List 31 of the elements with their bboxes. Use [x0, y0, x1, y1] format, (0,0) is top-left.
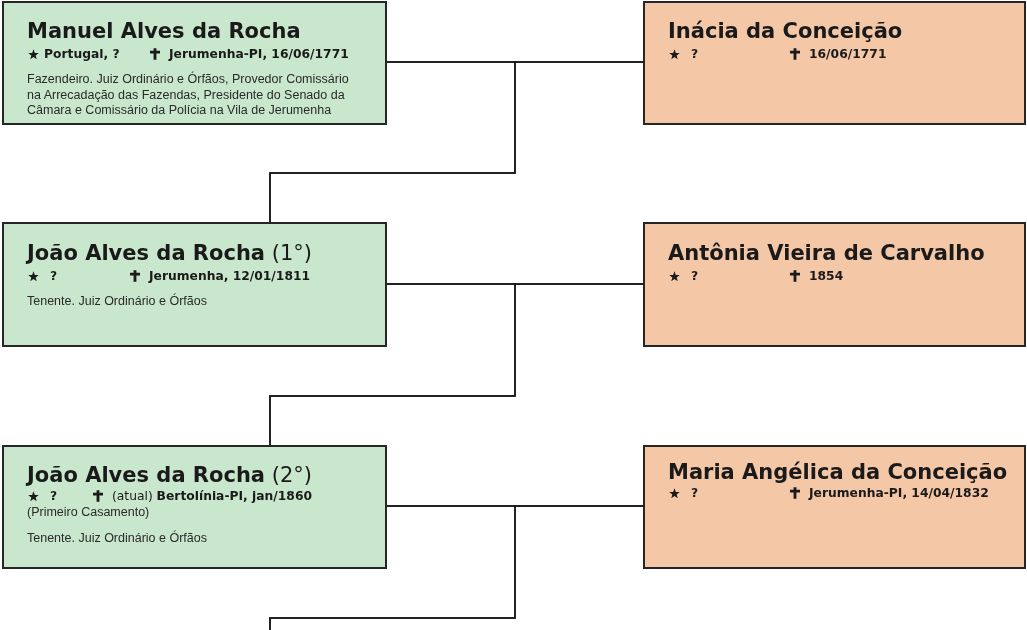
death-info: Jerumenha-PI, 16/06/1771 [169, 47, 349, 61]
marriage-note: (Primeiro Casamento) [27, 505, 151, 521]
person-box [643, 445, 1026, 569]
biography-text: Fazendeiro. Juiz Ordinário e Órfãos, Provedor Comissário na Arrecadação das Fazendas, Presidente do Senado da Câmara e Comissário da Polícia na Vila de Jerumenha [27, 72, 349, 119]
person-name: Manuel Alves da Rocha [27, 19, 301, 43]
person-box [2, 445, 387, 569]
person-name: Antônia Vieira de Carvalho [668, 241, 985, 265]
family-line [269, 283, 644, 446]
death-info: Jerumenha, 12/01/1811 [149, 269, 311, 283]
family-line [269, 61, 644, 223]
biography-text: Tenente. Juiz Ordinário e Órfãos [27, 294, 208, 310]
birth-info: ? [691, 269, 699, 283]
birth-info: ? [691, 486, 699, 500]
person-name: João Alves da Rocha (1°) [27, 241, 312, 265]
death-info: Jerumenha-PI, 14/04/1832 [809, 486, 989, 500]
birth-info: ? [50, 489, 58, 503]
person-box [643, 1, 1026, 125]
biography-text: Tenente. Juiz Ordinário e Órfãos [27, 531, 208, 547]
birth-info: Portugal, ? [44, 47, 120, 61]
death-info: 16/06/1771 [809, 47, 887, 61]
person-name: Maria Angélica da Conceição [668, 460, 1008, 484]
person-name: Inácia da Conceição [668, 19, 903, 43]
person-box [2, 1, 387, 125]
death-info: 1854 [809, 269, 844, 283]
death-info: (atual) Bertolínia-PI, jan/1860 [112, 489, 313, 503]
birth-info: ? [691, 47, 699, 61]
person-name: João Alves da Rocha (2°) [27, 463, 312, 487]
person-box [643, 222, 1026, 347]
person-box [2, 222, 387, 347]
family-line [269, 505, 644, 630]
birth-info: ? [50, 269, 58, 283]
